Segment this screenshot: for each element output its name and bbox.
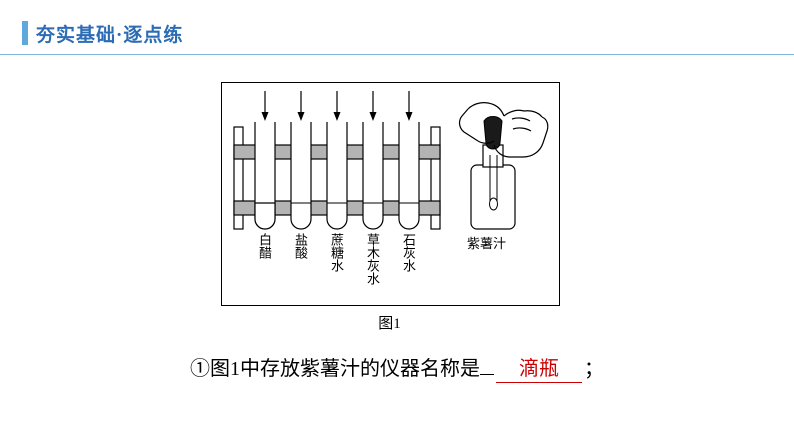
dropper-bottle-label: 紫薯汁 [467, 236, 507, 251]
question-line: ①图1中存放紫薯汁的仪器名称是滴瓶； [0, 352, 794, 383]
answer-blank-lead [480, 374, 494, 375]
tube-label-5: 石灰水 [401, 233, 416, 272]
test-tubes [254, 122, 420, 230]
dropper-bottle [470, 116, 516, 230]
tube-label-3: 蔗糖水 [329, 233, 344, 272]
tube-label-4: 草木灰水 [365, 233, 380, 285]
drop-arrows [261, 91, 413, 121]
page-title: 夯实基础·逐点练 [36, 25, 184, 46]
question-number: ① [190, 358, 210, 380]
page-header: 夯实基础·逐点练 [0, 10, 794, 55]
hand-icon [458, 102, 549, 158]
experiment-diagram [233, 91, 549, 230]
figure-caption: 图1 [378, 316, 401, 332]
question-text: 图1中存放紫薯汁的仪器名称是 [210, 358, 480, 380]
answer-text: 滴瓶 [496, 352, 582, 383]
header-divider [0, 54, 794, 55]
figure-panel: 白醋 盐酸 蔗糖水 草木灰水 石灰水 紫薯汁 [221, 82, 560, 306]
tube-label-2: 盐酸 [293, 233, 308, 259]
question-suffix: ； [584, 358, 604, 380]
header-accent-bar [22, 21, 28, 45]
tube-label-1: 白醋 [257, 233, 272, 259]
